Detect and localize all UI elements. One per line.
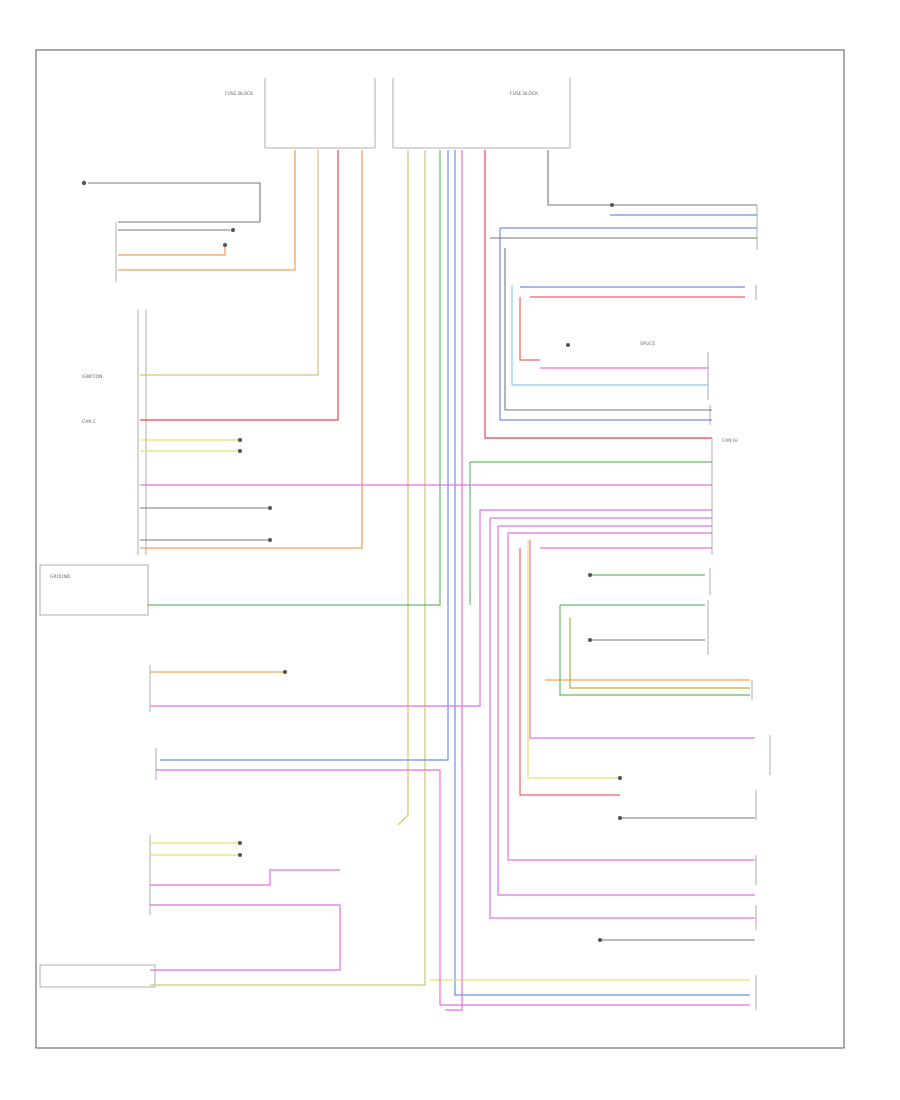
label-splice: SPLICE bbox=[640, 341, 656, 347]
wire-lightblue-1 bbox=[511, 285, 708, 386]
wire-gray-10 bbox=[88, 182, 261, 223]
wire-red-3 bbox=[519, 548, 620, 796]
wire-tan-1 bbox=[140, 150, 319, 376]
diagram-frame bbox=[35, 49, 845, 1049]
wire-pink-2 bbox=[150, 509, 712, 707]
wire-pink-3 bbox=[156, 769, 750, 1006]
wire-pink-4 bbox=[150, 869, 340, 886]
wire-red-1 bbox=[140, 150, 339, 421]
left-module-bcm bbox=[39, 310, 149, 616]
wire-red-2 bbox=[484, 150, 712, 439]
wire-red-4 bbox=[519, 297, 540, 361]
top-connector-right bbox=[392, 78, 571, 149]
label-ignition: IGNITION bbox=[82, 374, 103, 380]
label-can-ih: CAN IH bbox=[722, 438, 738, 444]
label-blocks: FUSE BLOCK FUSE BLOCK IGNITION CAN C GRO… bbox=[50, 91, 738, 580]
wire-pink-5 bbox=[150, 904, 341, 971]
wire-blue-4 bbox=[499, 228, 712, 421]
wire-orange-1 bbox=[118, 150, 296, 271]
label-can-c: CAN C bbox=[82, 419, 96, 425]
wire-tan-3 bbox=[150, 150, 426, 986]
wire-pink-15 bbox=[445, 150, 463, 1011]
wire-green-1 bbox=[148, 150, 441, 606]
wire-tan-2 bbox=[397, 150, 409, 826]
wire-yellow-5 bbox=[527, 540, 620, 779]
top-connector-left bbox=[264, 78, 376, 149]
label-fuse-left: FUSE BLOCK bbox=[225, 91, 254, 97]
label-fuse-right: FUSE BLOCK bbox=[510, 91, 539, 97]
wire-gray-2 bbox=[504, 248, 712, 411]
wire-pink-9 bbox=[497, 526, 755, 896]
splice-dots bbox=[81, 180, 622, 942]
wire-gray-3 bbox=[547, 150, 757, 206]
wire-blue-2 bbox=[454, 150, 750, 996]
wire-orange-2 bbox=[118, 245, 226, 256]
right-connector-strips bbox=[707, 205, 771, 1010]
wire-green-4 bbox=[559, 605, 750, 696]
wire-pink-11 bbox=[507, 533, 755, 861]
wire-blue-1 bbox=[160, 150, 449, 761]
wire-olive-1 bbox=[569, 618, 750, 689]
wire-orange-3 bbox=[140, 150, 363, 549]
wire-pink-7 bbox=[489, 518, 755, 919]
label-ground: GROUND bbox=[50, 574, 71, 580]
left-connector-mid bbox=[39, 665, 157, 988]
